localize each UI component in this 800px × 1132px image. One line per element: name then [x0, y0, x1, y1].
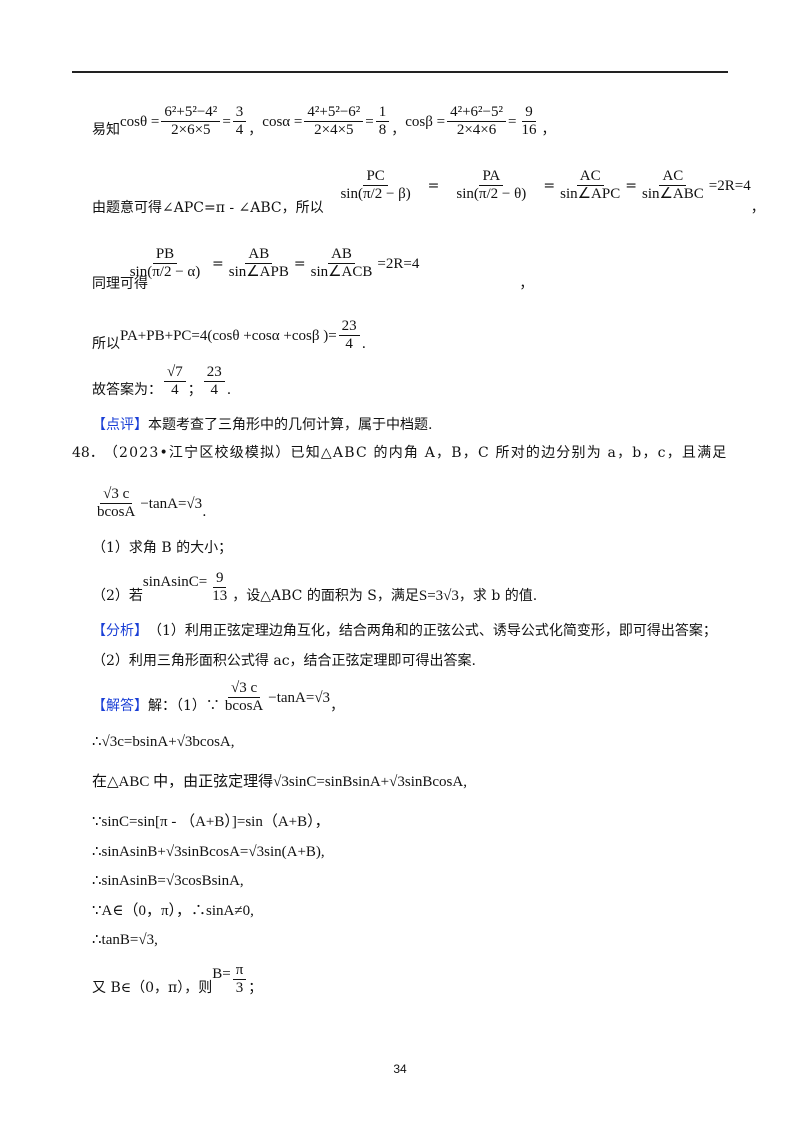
analysis-1: 【分析】 （1）利用正弦定理边角互化，结合两角和的正弦公式、诱导公式化简变形，即…	[92, 623, 717, 639]
review-tag: 【点评】	[92, 417, 148, 433]
question-48: 48． （2023•江宁区校级模拟）已知△ABC 的内角 A，B，C 所对的边分…	[72, 445, 728, 461]
step: 在△ABC 中，由正弦定理得√3sinC=sinBsinA+√3sinBcosA…	[92, 774, 467, 790]
question-number: 48．	[72, 445, 104, 461]
text: 由题意可得∠APC=π - ∠ABC，所以	[92, 200, 324, 216]
text: 同理可得	[92, 276, 148, 292]
analysis-tag: 【分析】	[92, 623, 148, 639]
analysis-2: （2）利用三角形面积公式得 ac，结合正弦定理即可得出答案.	[92, 653, 476, 669]
header-rule	[72, 71, 728, 73]
step: ∵A∈（0，π），∴sinA≠0,	[92, 903, 254, 919]
text: 易知	[92, 122, 120, 138]
step: ∵sinC=sin[π - （A+B）]=sin（A+B），	[92, 814, 330, 830]
step: ∴tanB=√3,	[92, 932, 158, 948]
step: ∴sinAsinB+√3sinBcosA=√3sin(A+B),	[92, 844, 325, 860]
page-number: 34	[393, 1062, 407, 1076]
solution-tag: 【解答】	[92, 698, 148, 714]
step: ∴sinAsinB=√3cosBsinA,	[92, 873, 244, 889]
review: 【点评】 本题考查了三角形中的几何计算，属于中档题.	[92, 417, 433, 433]
step: ∴√3c=bsinA+√3bcosA,	[92, 734, 235, 750]
math: PA+PB+PC=4(cosθ +cosα +cosβ )=	[120, 327, 337, 344]
part-1: （1）求角 B 的大小；	[92, 540, 233, 556]
math: cosθ =	[120, 113, 160, 130]
